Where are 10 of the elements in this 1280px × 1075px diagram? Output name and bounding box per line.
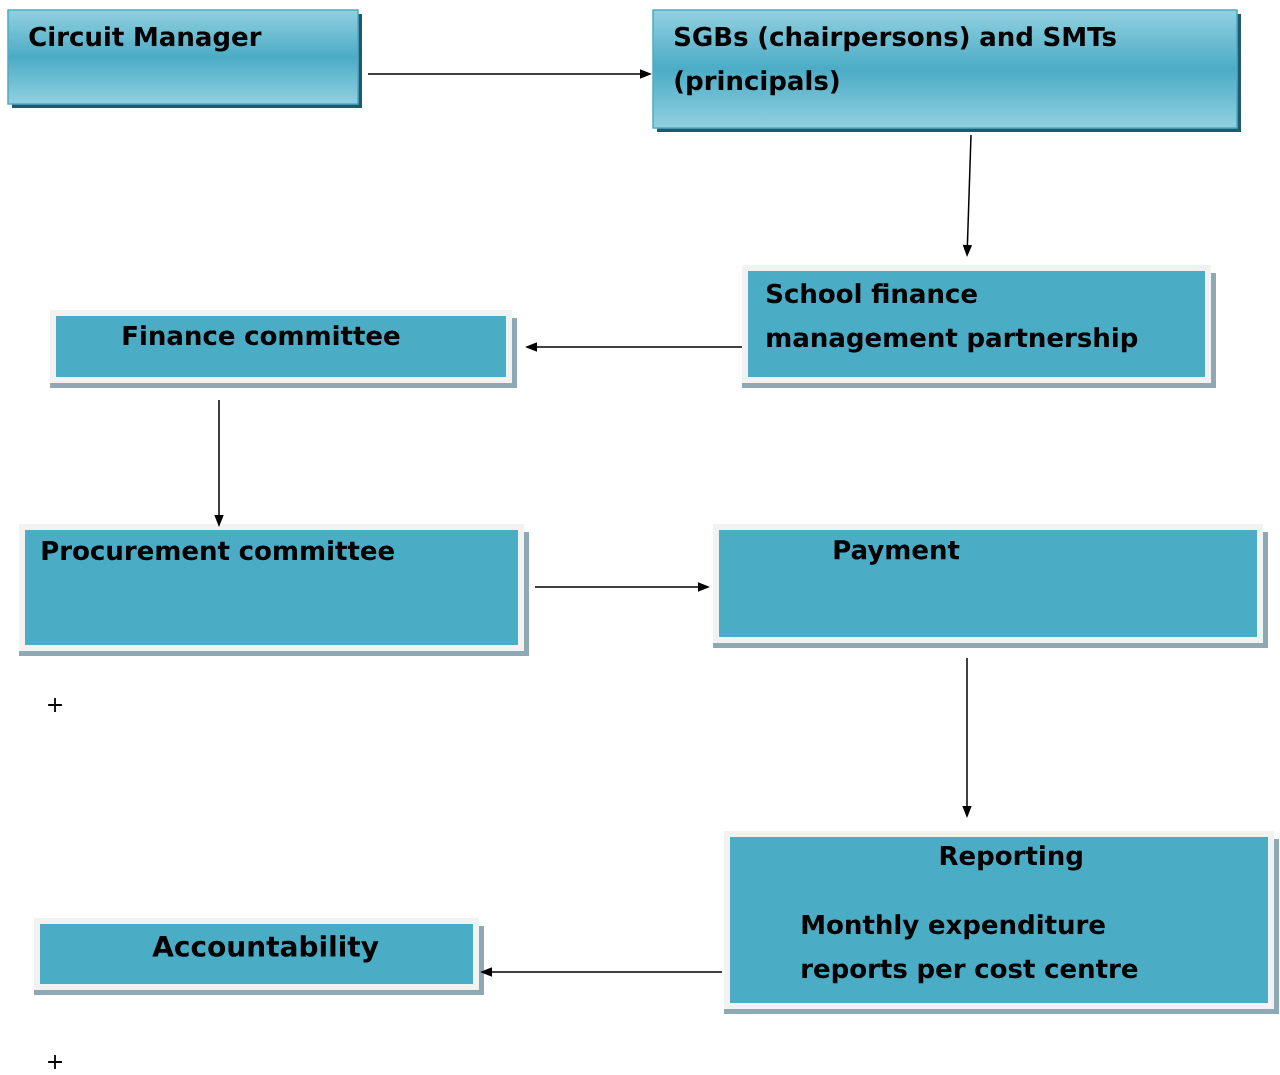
process-box: Finance committee [50, 310, 517, 388]
process-box: Circuit Manager [7, 9, 362, 108]
plus-sign: + [48, 698, 62, 712]
plus-sign: + [48, 1055, 62, 1069]
process-box: Reporting Monthly expenditure reports per cost centre [724, 831, 1279, 1014]
process-box: Procurement committee [19, 524, 529, 656]
process-box: SGBs (chairpersons) and SMTs (principals) [652, 9, 1241, 132]
process-box: Accountability [34, 918, 484, 995]
process-box: School finance management partnership [742, 265, 1216, 388]
process-box: Payment [713, 524, 1268, 648]
